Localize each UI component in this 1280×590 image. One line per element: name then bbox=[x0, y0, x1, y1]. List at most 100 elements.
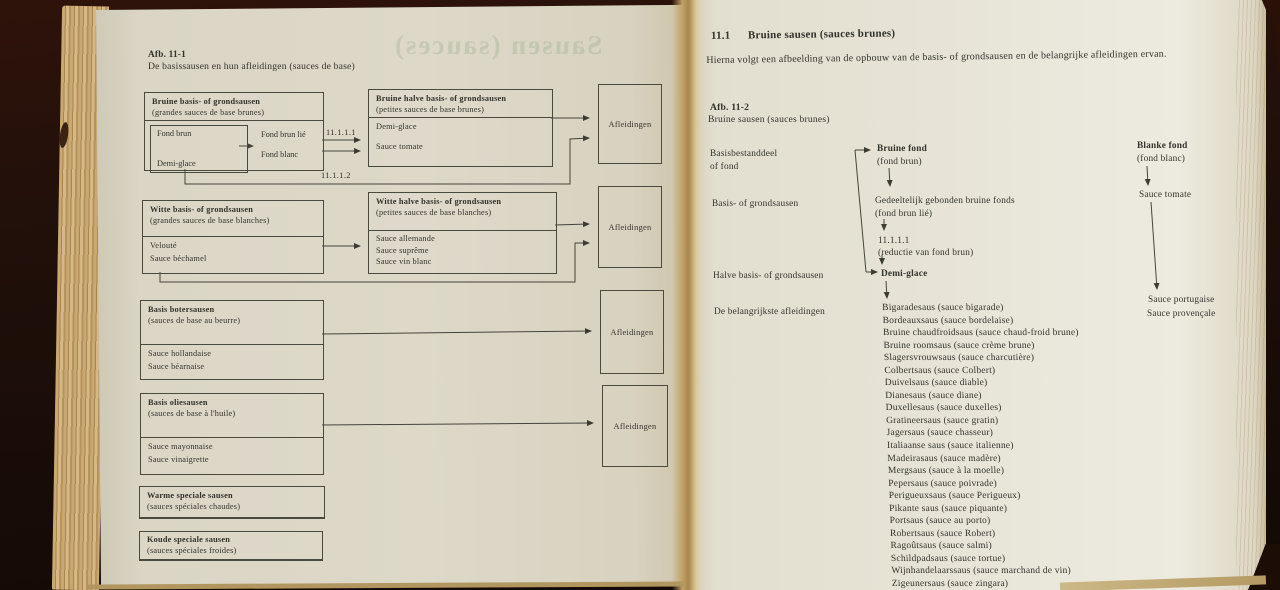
box-title: Bruine halve basis- of grondsausen bbox=[376, 94, 507, 103]
afleidingen-label: Afleidingen bbox=[608, 222, 652, 232]
chain-sauce-tomate: Sauce tomate bbox=[1139, 190, 1192, 200]
derivative-item: Bordeauxsaus (sauce bordelaise) bbox=[882, 315, 1014, 326]
row-label-halve-basis: Halve basis- of grondsausen bbox=[713, 271, 824, 281]
ref-code-11112: 11.1.1.2 bbox=[321, 171, 351, 180]
box-item: Sauce suprême bbox=[376, 245, 429, 255]
box-item: Demi-glace bbox=[376, 122, 417, 131]
chain-gebonden-fonds: Gedeeltelijk gebonden bruine fonds (fond… bbox=[875, 195, 1015, 221]
derivative-item: Wijnhandelaarssaus (sauce marchand de vi… bbox=[891, 566, 1072, 577]
derivative-item: Bruine roomsaus (sauce crème brune) bbox=[883, 340, 1035, 351]
box-item: Sauce mayonnaise bbox=[148, 442, 213, 451]
figure-2-label: Afb. 11-2 bbox=[710, 102, 750, 113]
afleidingen-label: Afleidingen bbox=[608, 119, 652, 129]
chain-main: Bruine fond bbox=[877, 144, 927, 154]
box-title: Warme speciale sausen bbox=[147, 491, 233, 500]
box-subtitle: (petites sauces de base brunes) bbox=[376, 104, 485, 114]
fond-inner-box: Fond brun Demi-glace bbox=[150, 125, 248, 173]
afleidingen-box-4: Afleidingen bbox=[602, 385, 668, 467]
diagram-box-bruine-basis: Bruine basis- of grondsausen (grandes sa… bbox=[144, 92, 324, 173]
derivative-item: Pepersaus (sauce poivrade) bbox=[888, 478, 998, 489]
derivative-item: Italiaanse saus (sauce italienne) bbox=[886, 441, 1014, 452]
section-intro: Hierna volgt een afbeelding van de opbou… bbox=[706, 48, 1167, 67]
section-title: Bruine sausen (sauces brunes) bbox=[747, 27, 896, 42]
chain-code: 11.1.1.1 bbox=[878, 236, 910, 246]
section-number: 11.1 bbox=[710, 29, 731, 42]
derivative-item: Jagersaus (sauce chasseur) bbox=[886, 428, 994, 439]
box-item: Sauce vinaigrette bbox=[148, 454, 209, 464]
box-item: Sauce béchamel bbox=[150, 253, 207, 263]
row-label-afleidingen: De belangrijkste afleidingen bbox=[714, 307, 825, 317]
chain-reductie: 11.1.1.1 (reductie van fond brun) bbox=[878, 235, 973, 259]
chain-main: Gedeeltelijk gebonden bruine fonds bbox=[875, 196, 1015, 206]
afleidingen-box-1: Afleidingen bbox=[598, 84, 662, 164]
derivative-item: Dianesaus (sauce diane) bbox=[885, 390, 982, 401]
derivative-item: Schildpadsaus (sauce tortue) bbox=[890, 553, 1006, 564]
diagram-box-oliesausen: Basis oliesausen (sauces de base à l'hui… bbox=[140, 393, 324, 475]
box-subtitle: (sauces spéciales chaudes) bbox=[147, 501, 241, 511]
derivative-item: Duxellesaus (sauce duxelles) bbox=[885, 403, 1002, 414]
row-label-basisbestanddeel: Basisbestanddeel of fond bbox=[710, 148, 777, 174]
derivative-item: Ragoûtsaus (sauce salmi) bbox=[890, 541, 993, 552]
box-item: Sauce tomate bbox=[376, 141, 423, 151]
figure-1-label: Afb. 11-1 bbox=[148, 50, 186, 60]
chain-sub: (fond brun lié) bbox=[875, 209, 933, 219]
diagram-box-bruine-halve: Bruine halve basis- of grondsausen (peti… bbox=[368, 89, 553, 167]
derivatives-list: Bigaradesaus (sauce bigarade) Bordeauxsau… bbox=[882, 302, 1088, 590]
right-page-header: 11.1 Bruine sausen (sauces brunes) Hiern… bbox=[0, 0, 1280, 110]
box-body: Fond brun Demi-glace Fond brun lié Fond … bbox=[145, 121, 323, 173]
afleidingen-box-3: Afleidingen bbox=[600, 290, 664, 374]
derivative-item: Perigueuxsaus (sauce Perigueux) bbox=[888, 491, 1021, 502]
diagram-box-witte-halve: Witte halve basis- of grondsausen (petit… bbox=[368, 192, 557, 274]
box-subtitle: (sauces de base au beurre) bbox=[148, 315, 241, 325]
box-item: Sauce béarnaise bbox=[148, 361, 205, 371]
row-label-basis: Basis- of grondsausen bbox=[712, 199, 799, 209]
box-subtitle: (grandes sauces de base blanches) bbox=[150, 215, 270, 225]
derivative-item: Colbertsaus (sauce Colbert) bbox=[884, 365, 996, 376]
chain-demi-glace: Demi-glace bbox=[881, 269, 928, 279]
derivative-item: Robertsaus (sauce Robert) bbox=[889, 528, 996, 539]
diagram-box-koude-speciale: Koude speciale sausen (sauces spéciales … bbox=[139, 531, 323, 561]
side-item: Fond brun lié bbox=[261, 130, 306, 139]
figure-1-caption: De basissausen en hun afleidingen (sauce… bbox=[148, 61, 355, 72]
box-title: Koude speciale sausen bbox=[147, 535, 231, 544]
box-subtitle: (grandes sauces de base brunes) bbox=[152, 107, 265, 117]
afleidingen-label: Afleidingen bbox=[613, 421, 657, 431]
box-title: Basis botersausen bbox=[148, 305, 215, 314]
box-subtitle: (sauces de base à l'huile) bbox=[148, 408, 236, 418]
book-gutter bbox=[672, 0, 702, 590]
box-item: Velouté bbox=[150, 241, 177, 250]
chain-sauce-provencale: Sauce provençale bbox=[1147, 309, 1216, 319]
derivative-item: Zigeunersaus (sauce zingara) bbox=[891, 579, 1009, 590]
chain-sub: (reductie van fond brun) bbox=[878, 248, 974, 258]
box-title: Bruine basis- of grondsausen bbox=[152, 97, 261, 106]
chain-sub: (fond blanc) bbox=[1137, 154, 1186, 164]
box-title: Witte halve basis- of grondsausen bbox=[376, 197, 502, 206]
box-subtitle: (sauces spéciales froides) bbox=[147, 545, 237, 555]
chain-sub: (fond brun) bbox=[877, 157, 922, 167]
diagram-box-witte-basis: Witte basis- of grondsausen (grandes sau… bbox=[142, 200, 324, 274]
derivative-item: Bruine chaudfroidsaus (sauce chaud-froid… bbox=[882, 328, 1079, 339]
figure-2-caption: Bruine sausen (sauces brunes) bbox=[708, 114, 830, 125]
box-item: Sauce allemande bbox=[376, 234, 435, 243]
chain-bruine-fond: Bruine fond (fond brun) bbox=[877, 143, 927, 169]
derivative-item: Portsaus (sauce au porto) bbox=[889, 516, 991, 527]
derivative-item: Bigaradesaus (sauce bigarade) bbox=[882, 303, 1004, 313]
derivative-item: Slagersvrouwsaus (sauce charcutière) bbox=[883, 353, 1035, 364]
derivative-item: Pikante saus (sauce piquante) bbox=[889, 503, 1008, 514]
derivative-item: Madeirasaus (sauce madère) bbox=[887, 453, 1001, 464]
afleidingen-label: Afleidingen bbox=[610, 327, 654, 337]
afleidingen-box-2: Afleidingen bbox=[598, 186, 662, 268]
chain-blanke-fond: Blanke fond (fond blanc) bbox=[1137, 140, 1188, 166]
box-title: Basis oliesausen bbox=[148, 398, 208, 407]
box-item: Sauce vin blanc bbox=[376, 257, 432, 266]
box-item: Sauce hollandaise bbox=[148, 349, 212, 358]
derivative-item: Duivelsaus (sauce diable) bbox=[884, 378, 988, 389]
inner-item: Fond brun bbox=[157, 129, 192, 138]
side-item: Fond blanc bbox=[261, 150, 299, 159]
ref-code-11111: 11.1.1.1 bbox=[326, 128, 356, 137]
row-label-line: of fond bbox=[710, 162, 739, 172]
diagram-box-warme-speciale: Warme speciale sausen (sauces spéciales … bbox=[139, 486, 325, 519]
row-label-line: Basisbestanddeel bbox=[710, 149, 778, 159]
box-subtitle: (petites sauces de base blanches) bbox=[376, 207, 492, 217]
